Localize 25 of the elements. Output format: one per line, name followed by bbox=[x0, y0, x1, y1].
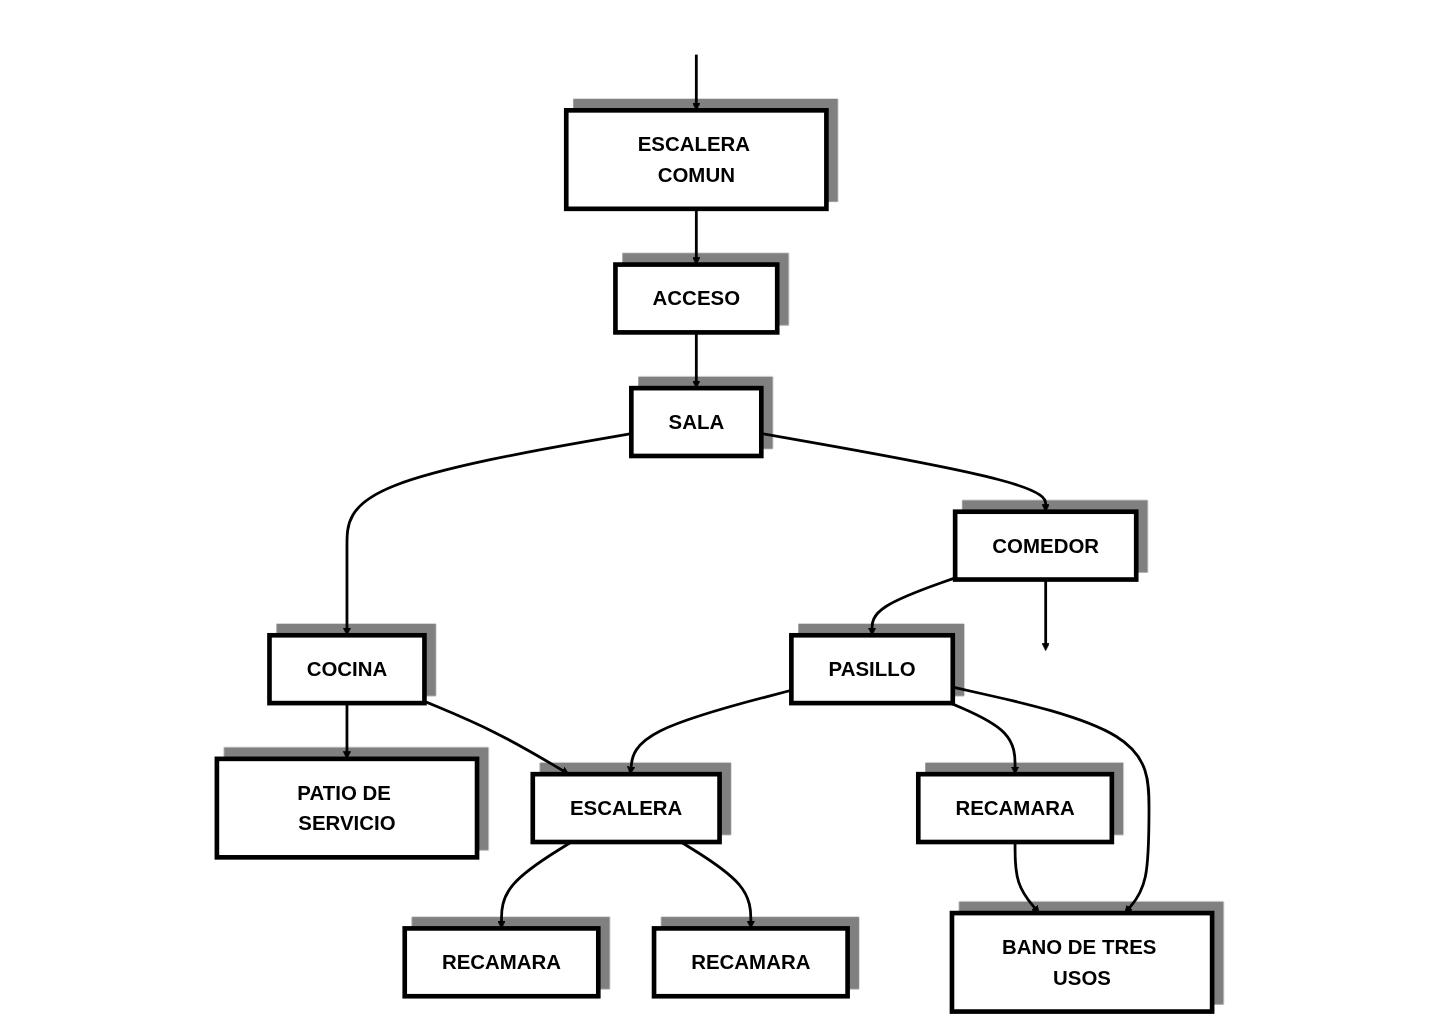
arrow bbox=[692, 332, 701, 389]
arrow bbox=[1041, 579, 1050, 651]
node-box: SALA bbox=[629, 385, 764, 459]
node-box: BANO DE TRES USOS bbox=[949, 910, 1215, 1014]
arrow bbox=[950, 701, 1020, 775]
node-box: RECAMARA bbox=[915, 771, 1115, 845]
arrow bbox=[868, 576, 956, 636]
node-box: ESCALERA COMUN bbox=[563, 108, 829, 212]
node-box: COMEDOR bbox=[952, 509, 1139, 582]
arrow bbox=[342, 703, 352, 760]
node-box: PASILLO bbox=[789, 632, 956, 706]
node-box: COCINA bbox=[267, 632, 427, 706]
node-box: RECAMARA bbox=[402, 926, 601, 999]
node-box: ESCALERA bbox=[530, 771, 722, 845]
node-box: PATIO DE SERVICIO bbox=[214, 756, 480, 860]
node-box: ACCESO bbox=[613, 262, 780, 335]
arrow bbox=[423, 700, 570, 775]
arrow bbox=[627, 688, 792, 775]
node-box: RECAMARA bbox=[651, 926, 850, 999]
arrow bbox=[692, 54, 701, 111]
arrow bbox=[1013, 842, 1040, 914]
arrow bbox=[342, 432, 632, 636]
arrow bbox=[952, 685, 1151, 914]
arrow bbox=[692, 208, 701, 265]
arrow bbox=[761, 432, 1050, 513]
